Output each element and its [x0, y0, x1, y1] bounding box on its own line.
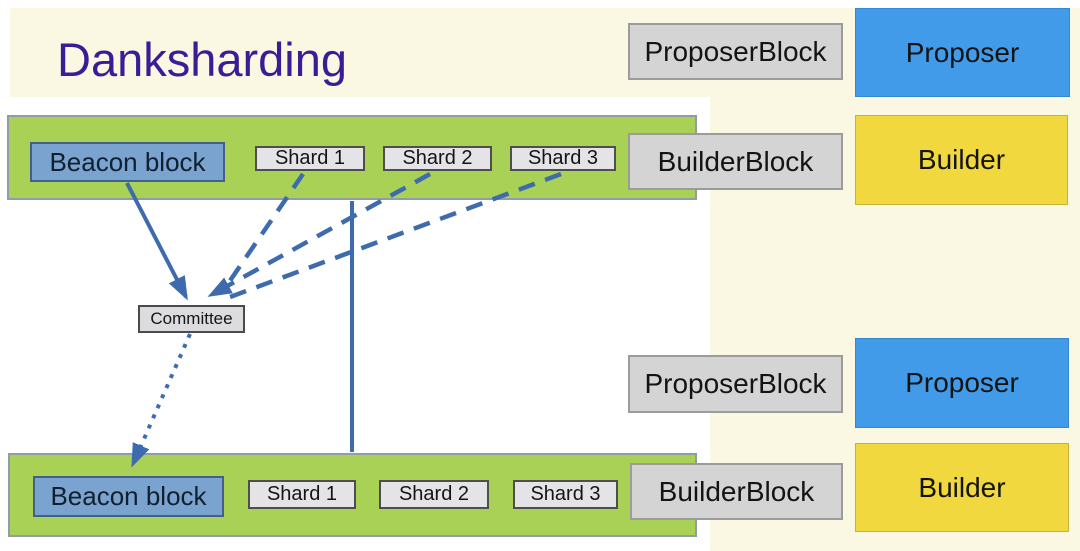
proposer-box-top: Proposer — [855, 8, 1070, 97]
shard-3-top: Shard 3 — [510, 146, 616, 171]
builder-box-top: Builder — [855, 115, 1068, 205]
beacon-block-top: Beacon block — [30, 142, 225, 182]
shard-3-bottom: Shard 3 — [513, 480, 618, 509]
builder-box-bottom: Builder — [855, 443, 1069, 532]
builder-block-label-top: BuilderBlock — [628, 133, 843, 190]
proposer-box-bottom: Proposer — [855, 338, 1069, 428]
committee-box: Committee — [138, 305, 245, 333]
shard-1-top: Shard 1 — [255, 146, 365, 171]
proposer-block-label-top: ProposerBlock — [628, 23, 843, 80]
shard-2-bottom: Shard 2 — [379, 480, 489, 509]
beacon-block-bottom: Beacon block — [33, 476, 224, 517]
shard-2-top: Shard 2 — [383, 146, 492, 171]
builder-block-label-bottom: BuilderBlock — [630, 463, 843, 520]
committee-to-beacon-arrow — [131, 333, 192, 468]
shard-1-bottom: Shard 1 — [248, 480, 356, 509]
beacon-to-committee-arrow — [125, 182, 188, 301]
proposer-block-label-bottom: ProposerBlock — [628, 355, 843, 413]
page-title: Danksharding — [57, 33, 348, 86]
